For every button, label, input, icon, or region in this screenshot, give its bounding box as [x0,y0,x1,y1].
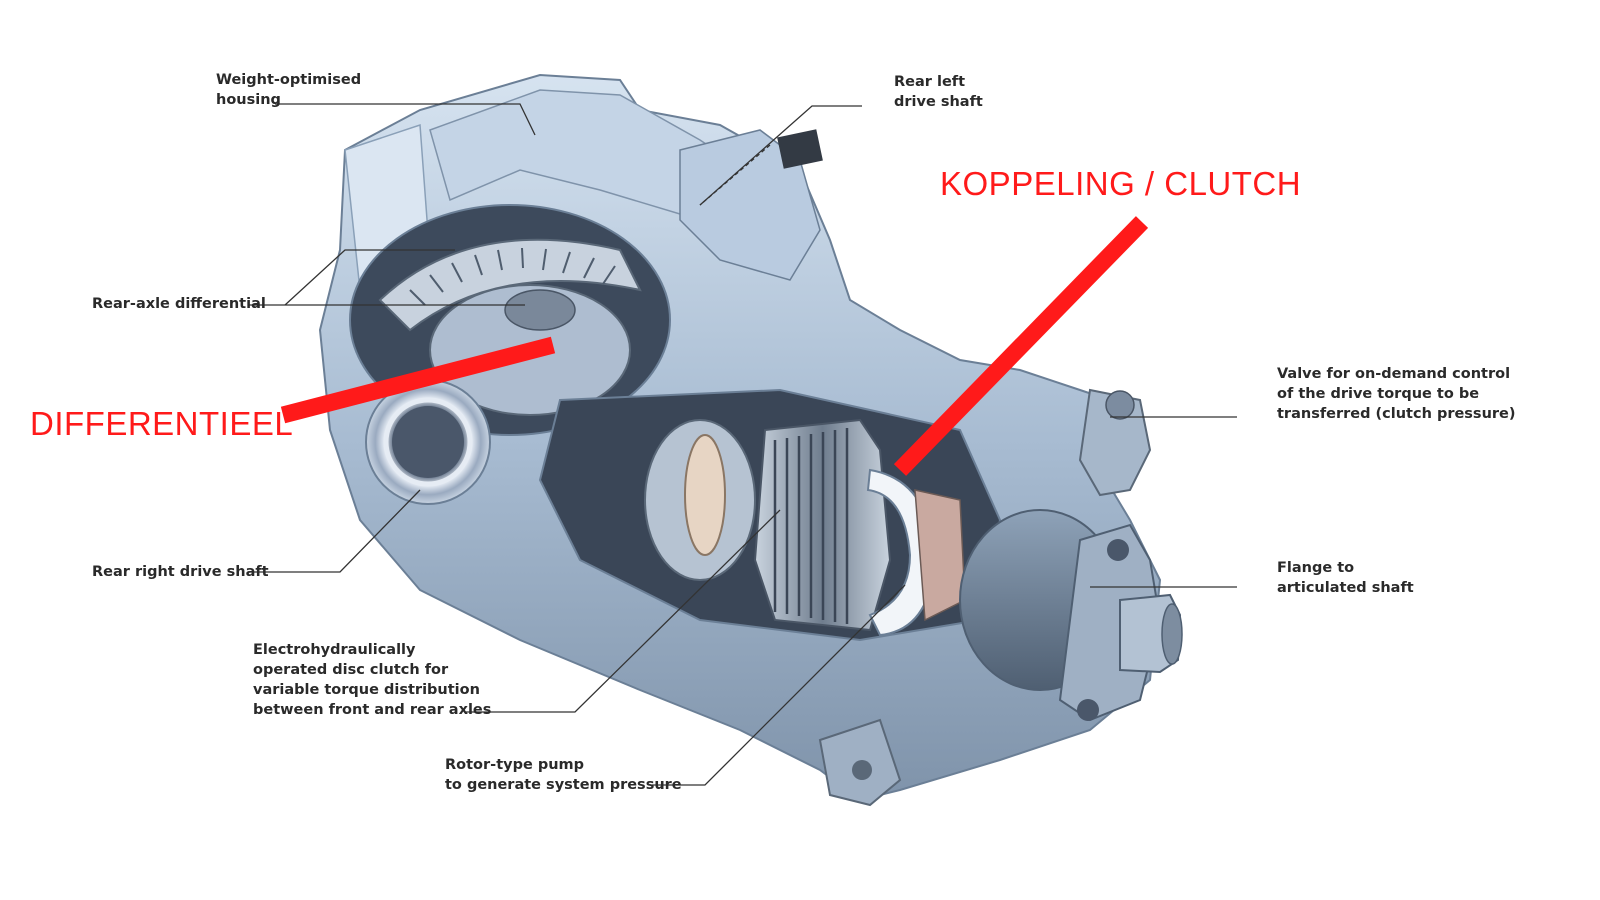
label-differential: Rear-axle differential [92,296,266,312]
label-disc-clutch: Electrohydraulically operated disc clutc… [253,642,492,718]
flange-bolt-hole-bottom [1077,699,1099,721]
clutch-disc-plates [773,428,849,624]
leader-rear-left-shaft [699,105,862,206]
flange-bolt-hole-top [1107,539,1129,561]
label-rear-right-shaft: Rear right drive shaft [92,564,269,580]
label-housing: Weight-optimised housing [216,72,362,108]
differential-annotation-bar [280,336,556,424]
annotation-differential: DIFFERENTIEEL [30,405,294,442]
annotation-clutch: KOPPELING / CLUTCH [940,165,1302,202]
leader-disc-clutch [466,509,781,713]
label-valve: Valve for on-demand control of the drive… [1277,366,1516,422]
crown-wheel-teeth [409,247,616,306]
label-pump: Rotor-type pump to generate system press… [445,757,682,793]
label-flange: Flange to articulated shaft [1277,560,1414,596]
leader-pump [652,584,906,786]
leader-rear-left-shaft-dashed [699,144,771,206]
clutch-annotation-bar [893,216,1149,476]
leader-housing [275,103,536,136]
label-rear-left-shaft: Rear left drive shaft [894,74,983,110]
rear-right-shaft-bore [392,406,464,478]
mounting-foot-hole [852,760,872,780]
crown-wheel-gear [378,238,642,332]
leader-differential-upper [284,249,455,306]
differential-spider-gear [504,289,576,331]
output-shaft-end [1161,603,1183,665]
clutch-input-ring [684,434,726,556]
pressure-valve [1078,388,1152,497]
valve-cap [1105,390,1135,420]
leader-lines [248,103,1237,786]
connector-block [777,129,823,169]
rear-right-shaft-seal [383,397,473,487]
leader-rear-right-shaft [248,489,421,573]
